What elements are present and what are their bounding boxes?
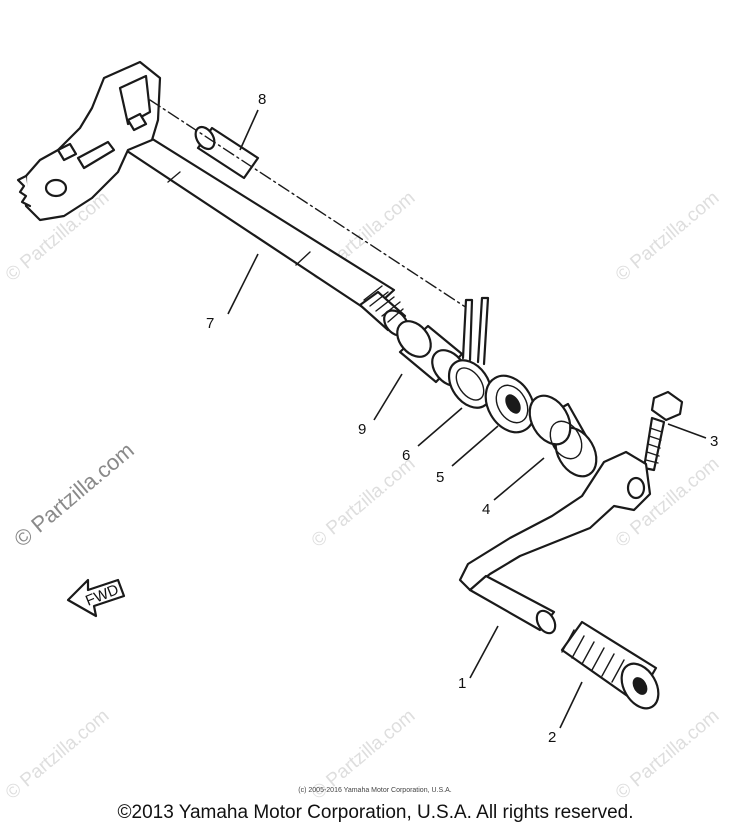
watermark: © Partzilla.com [308,453,420,551]
callout-7: 7 [206,315,214,332]
leader-lines [227,109,707,729]
callout-4: 4 [482,501,490,518]
watermark: © Partzilla.com [2,705,114,803]
callout-8: 8 [258,91,266,108]
part-5-oil-seal [484,374,536,434]
callout-5: 5 [436,469,444,486]
axis-line [149,99,471,311]
callout-3: 3 [710,433,718,450]
callout-2: 2 [548,729,556,746]
part-6-torsion-spring [447,296,493,409]
callout-1: 1 [458,675,466,692]
part-4-bushing [528,394,598,478]
fwd-arrow: FWD [66,578,126,618]
small-copyright: (c) 2005-2016 Yamaha Motor Corporation, … [298,787,451,794]
callout-6: 6 [402,447,410,464]
part-7-shift-shaft [16,60,409,337]
callout-9: 9 [358,421,366,438]
watermark-prominent: © Partzilla.com [9,437,139,551]
part-3-bolt [642,390,684,472]
part-2-pedal-rubber [560,620,660,710]
part-1-shift-pedal [458,450,652,635]
footer-copyright: ©2013 Yamaha Motor Corporation, U.S.A. A… [117,802,634,823]
watermark: © Partzilla.com [612,705,724,803]
callout-labels: 8 7 9 6 5 4 3 1 2 [206,91,718,746]
watermark: © Partzilla.com [612,187,724,285]
